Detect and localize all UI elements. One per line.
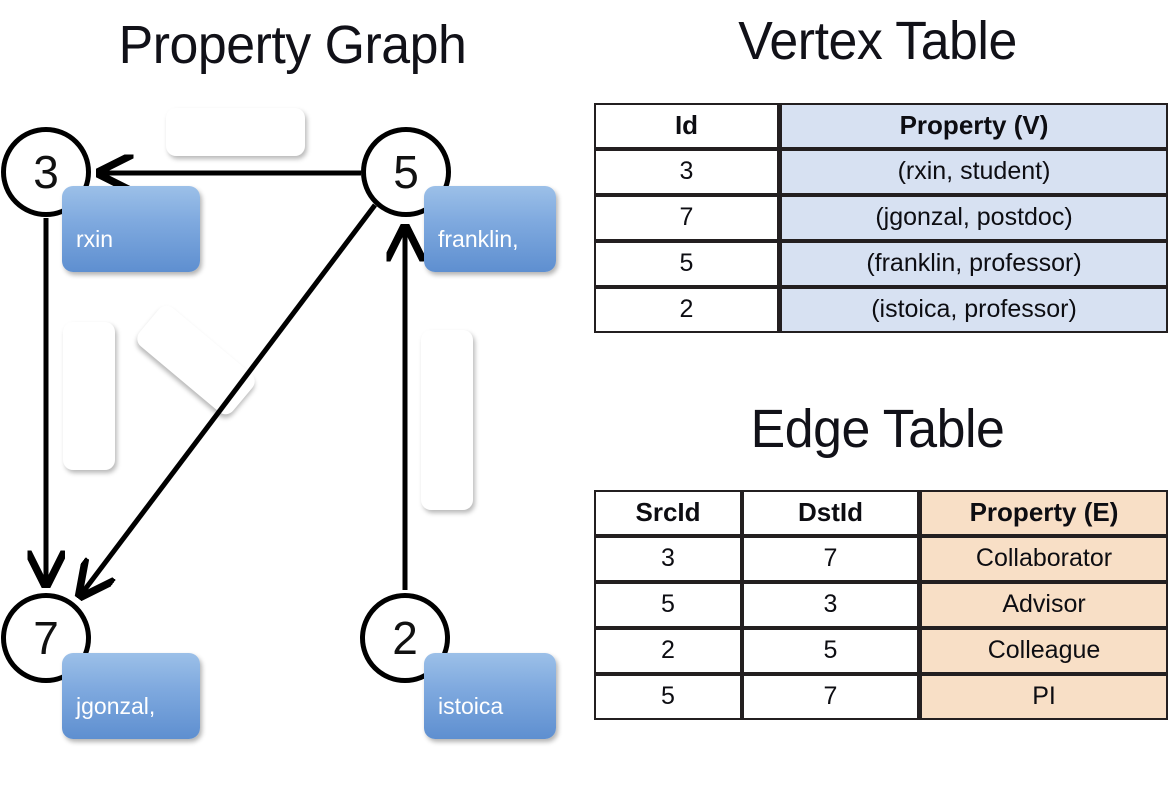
property-graph-diagram: 3 5 7 2 rxin stu. franklin, prof. jgonza… — [0, 0, 585, 778]
graph-node-2[interactable]: 2 — [360, 593, 450, 683]
vertex-cell-property: (jgonzal, postdoc) — [780, 195, 1168, 241]
graph-node-2-label: 2 — [392, 612, 418, 664]
edge-table-header-dstid: DstId — [742, 490, 920, 536]
edge-cell-dstid: 3 — [742, 582, 920, 628]
edge-cell-srcid: 5 — [594, 674, 742, 720]
vertex-table-header-row: Id Property (V) — [594, 103, 1168, 149]
node-property-line-2: prof. — [438, 284, 485, 311]
node-property-line-1: rxin — [76, 226, 114, 253]
node-property-line-2: stu. — [76, 284, 114, 311]
node-property-box-7[interactable]: jgonzal, pst.doc. — [62, 653, 200, 778]
edge-label-advisor-text: Advisor — [192, 116, 279, 147]
node-property-line-1: franklin, — [438, 226, 519, 253]
table-row[interactable]: 2 (istoica, professor) — [594, 287, 1168, 333]
node-property-line-1: istoica — [438, 693, 504, 720]
edge-label-pi-text: PI — [181, 347, 212, 373]
edge-cell-dstid: 7 — [742, 536, 920, 582]
node-property-line-2: prof. — [438, 751, 485, 778]
node-property-box-2[interactable]: istoica prof. — [424, 653, 556, 778]
table-row[interactable]: 5 3 Advisor — [594, 582, 1168, 628]
vertex-cell-id: 2 — [594, 287, 780, 333]
graph-node-7-label: 7 — [33, 612, 59, 664]
table-row[interactable]: 3 (rxin, student) — [594, 149, 1168, 195]
vertex-cell-id: 3 — [594, 149, 780, 195]
graph-node-3-label: 3 — [33, 146, 59, 198]
node-property-line-2: pst.doc. — [76, 751, 157, 778]
table-row[interactable]: 2 5 Colleague — [594, 628, 1168, 674]
edge-cell-property: Advisor — [920, 582, 1168, 628]
page-title-vertex-table: Vertex Table — [738, 11, 1017, 71]
graph-edges-svg — [0, 0, 585, 760]
vertex-cell-id: 5 — [594, 241, 780, 287]
node-property-box-3[interactable]: rxin stu. — [62, 186, 200, 311]
vertex-cell-property: (istoica, professor) — [780, 287, 1168, 333]
vertex-cell-id: 7 — [594, 195, 780, 241]
vertex-table: Id Property (V) 3 (rxin, student) 7 (jgo… — [594, 103, 1168, 333]
edge-label-collab[interactable]: Collab. — [63, 322, 115, 470]
node-property-line-1: jgonzal, — [76, 693, 156, 720]
edge-cell-srcid: 3 — [594, 536, 742, 582]
node-property-box-5[interactable]: franklin, prof. — [424, 186, 556, 311]
table-row[interactable]: 7 (jgonzal, postdoc) — [594, 195, 1168, 241]
edge-label-colleague[interactable]: Colleague — [421, 330, 473, 510]
edge-cell-dstid: 7 — [742, 674, 920, 720]
vertex-cell-property: (franklin, professor) — [780, 241, 1168, 287]
edge-label-advisor[interactable]: Advisor — [166, 108, 305, 156]
vertex-cell-property: (rxin, student) — [780, 149, 1168, 195]
vertex-table-header-property: Property (V) — [780, 103, 1168, 149]
edge-cell-property: Collaborator — [920, 536, 1168, 582]
edge-table-header-srcid: SrcId — [594, 490, 742, 536]
edge-cell-property: PI — [920, 674, 1168, 720]
edge-label-collab-text: Collab. — [74, 355, 105, 437]
table-row[interactable]: 5 7 PI — [594, 674, 1168, 720]
edge-cell-srcid: 2 — [594, 628, 742, 674]
table-row[interactable]: 5 (franklin, professor) — [594, 241, 1168, 287]
vertex-table-header-id: Id — [594, 103, 780, 149]
graph-node-5[interactable]: 5 — [361, 127, 451, 217]
edge-label-colleague-text: Colleague — [432, 361, 463, 479]
edge-cell-property: Colleague — [920, 628, 1168, 674]
edge-table-header-row: SrcId DstId Property (E) — [594, 490, 1168, 536]
graph-node-5-label: 5 — [393, 146, 419, 198]
edge-5-to-7 — [80, 203, 377, 596]
page-title-edge-table: Edge Table — [750, 399, 1005, 459]
edge-table: SrcId DstId Property (E) 3 7 Collaborato… — [594, 490, 1168, 720]
edge-cell-dstid: 5 — [742, 628, 920, 674]
edge-cell-srcid: 5 — [594, 582, 742, 628]
table-row[interactable]: 3 7 Collaborator — [594, 536, 1168, 582]
page-title-property-graph: Property Graph — [118, 15, 467, 75]
edge-table-header-property: Property (E) — [920, 490, 1168, 536]
